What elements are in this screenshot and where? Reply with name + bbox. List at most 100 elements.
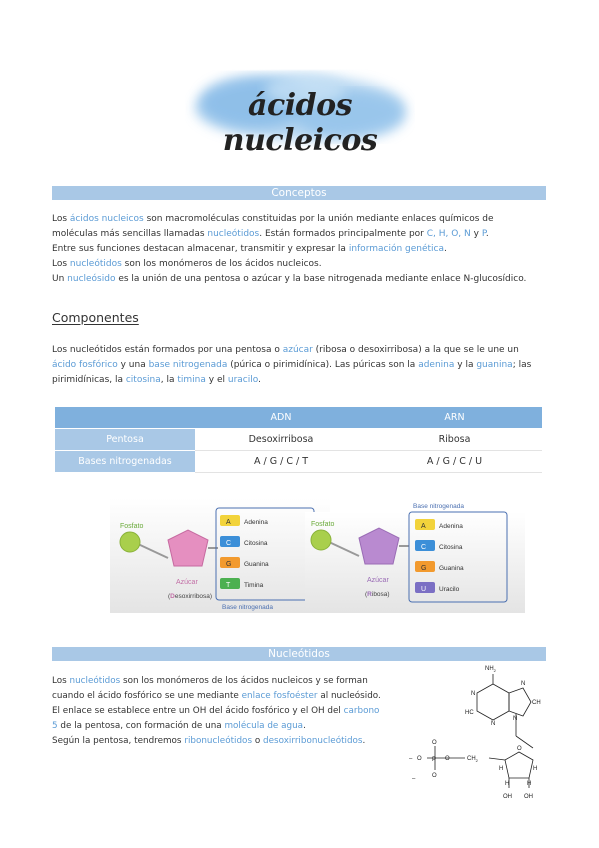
atom-oh: OH <box>524 794 533 800</box>
atom-n: N <box>471 691 475 697</box>
svg-text:C: C <box>226 540 231 547</box>
svg-text:G: G <box>421 565 426 572</box>
svg-text:A: A <box>226 519 231 526</box>
table-cell: Desoxirribosa <box>195 428 367 451</box>
atom-ch: CH <box>532 700 541 706</box>
azucar-label: Azúcar <box>367 577 389 584</box>
row-label: Pentosa <box>55 428 195 451</box>
atom-o: O <box>432 773 437 779</box>
atom-h: H <box>505 781 509 787</box>
nucleotide-arn-illustration: Base nitrogenada Fosfato Azúcar (Ribosa)… <box>305 503 525 613</box>
phosphate-ball <box>119 531 141 553</box>
base-label: Base nitrogenada <box>222 604 273 611</box>
nucleotide-structure-svg: NH2 N HC N N CH N O O – O P O O – CH2 H … <box>409 666 541 800</box>
svg-text:A: A <box>421 523 426 530</box>
page-title: ácidos nucleicos <box>222 88 378 158</box>
atom-hc: HC <box>465 710 474 716</box>
table-row: Pentosa Desoxirribosa Ribosa <box>55 428 542 451</box>
text-line: Los nucleótidos son los monómeros de los… <box>52 259 322 269</box>
figure-background <box>110 498 330 613</box>
text-line: Un nucleósido es la unión de una pentosa… <box>52 274 527 284</box>
text-line: Los ácidos nucleicos son macromoléculas … <box>52 214 494 224</box>
nucleotide-structure: NH2 N HC N N CH N O O – O P O O – CH2 H … <box>405 658 565 808</box>
svg-text:Guanina: Guanina <box>244 561 269 568</box>
atom-ch2: CH2 <box>467 756 479 763</box>
atom-minus: – <box>412 776 416 782</box>
svg-text:Guanina: Guanina <box>439 565 464 572</box>
text-line: Entre sus funciones destacan almacenar, … <box>52 244 447 254</box>
atom-n: N <box>513 716 517 722</box>
fosfato-label: Fosfato <box>120 523 143 530</box>
azucar-label: Azúcar <box>176 579 198 586</box>
base-label: Base nitrogenada <box>413 503 464 510</box>
text-line: 5 de la pentosa, con formación de una mo… <box>52 721 306 731</box>
base-citosina: C Citosina <box>220 536 268 547</box>
fosfato-label: Fosfato <box>311 521 334 528</box>
svg-text:Adenina: Adenina <box>244 519 268 526</box>
sugar-pentagon <box>358 527 400 565</box>
text-line: Los nucleótidos están formados por una p… <box>52 345 519 355</box>
componentes-paragraph: Los nucleótidos están formados por una p… <box>52 343 546 388</box>
text-line: moléculas más sencillas llamadas nucleót… <box>52 229 489 239</box>
nucleotide-adn-illustration: Fosfato Azúcar (Desoxirribosa) A Adenina… <box>110 498 330 613</box>
watercolor-splash <box>195 74 405 140</box>
atom-p: P <box>432 757 436 763</box>
atom-n: N <box>491 721 495 727</box>
svg-text:C: C <box>421 544 426 551</box>
atom-minus: – <box>409 756 413 762</box>
atom-o: O <box>517 746 522 752</box>
atom-o: O <box>432 740 437 746</box>
base-timina: T Timina <box>220 578 264 589</box>
base-guanina: G Guanina <box>415 561 464 572</box>
adn-arn-table: ADN ARN Pentosa Desoxirribosa Ribosa Bas… <box>55 407 542 473</box>
atom-o: O <box>417 756 422 762</box>
table-row: Bases nitrogenadas A / G / C / T A / G /… <box>55 450 542 473</box>
table-cell: A / G / C / T <box>195 450 367 473</box>
table-cell: A / G / C / U <box>367 450 542 473</box>
base-adenina: A Adenina <box>220 515 268 526</box>
table-header-row: ADN ARN <box>55 407 542 429</box>
row-label: Bases nitrogenadas <box>55 450 195 473</box>
conceptos-paragraph: Los ácidos nucleicos son macromoléculas … <box>52 212 546 287</box>
text-line: Según la pentosa, tendremos ribonucleóti… <box>52 736 366 746</box>
atom-oh: OH <box>503 794 512 800</box>
figure-background <box>305 512 525 613</box>
base-box <box>408 511 508 603</box>
section-header-nucleotidos: Nucleótidos <box>52 647 546 661</box>
title-banner: ácidos nucleicos <box>185 60 415 160</box>
svg-text:U: U <box>421 586 426 593</box>
svg-text:G: G <box>226 561 231 568</box>
section-header-conceptos: Conceptos <box>52 186 546 200</box>
base-citosina: C Citosina <box>415 540 463 551</box>
sugar-pentagon <box>167 529 209 567</box>
phosphate-ball <box>310 529 332 551</box>
text-line: El enlace se establece entre un OH del á… <box>52 706 380 716</box>
svg-text:Citosina: Citosina <box>439 544 463 551</box>
atom-n: N <box>521 681 525 687</box>
componentes-heading: Componentes <box>52 310 139 325</box>
text-line: pirimidínicas, la citosina, la timina y … <box>52 375 261 385</box>
table-cell: Ribosa <box>367 428 542 451</box>
atom-h: H <box>533 766 537 772</box>
table-header-arn: ARN <box>367 407 542 429</box>
atom-o: O <box>445 756 450 762</box>
base-uracilo: U Uracilo <box>415 582 460 593</box>
base-guanina: G Guanina <box>220 557 269 568</box>
nucleotide-diagram-arn: Base nitrogenada Fosfato Azúcar (Ribosa)… <box>305 498 525 613</box>
svg-text:Timina: Timina <box>244 582 264 589</box>
text-line: cuando el ácido fosfórico se une mediant… <box>52 691 381 701</box>
structure-bonds <box>427 674 534 788</box>
base-adenina: A Adenina <box>415 519 463 530</box>
atom-nh2: NH2 <box>485 666 497 673</box>
svg-text:Uracilo: Uracilo <box>439 586 460 593</box>
sugar-caption: (Desoxirribosa) <box>168 593 212 600</box>
svg-text:Citosina: Citosina <box>244 540 268 547</box>
nucleotidos-paragraph: Los nucleótidos son los monómeros de los… <box>52 674 402 749</box>
svg-text:T: T <box>226 582 231 589</box>
nucleotide-diagram-adn: Fosfato Azúcar (Desoxirribosa) A Adenina… <box>110 498 330 613</box>
text-line: Los nucleótidos son los monómeros de los… <box>52 676 368 686</box>
text-line: ácido fosfórico y una base nitrogenada (… <box>52 360 532 370</box>
table-header-adn: ADN <box>195 407 367 429</box>
atom-h: H <box>499 766 503 772</box>
svg-text:Adenina: Adenina <box>439 523 463 530</box>
